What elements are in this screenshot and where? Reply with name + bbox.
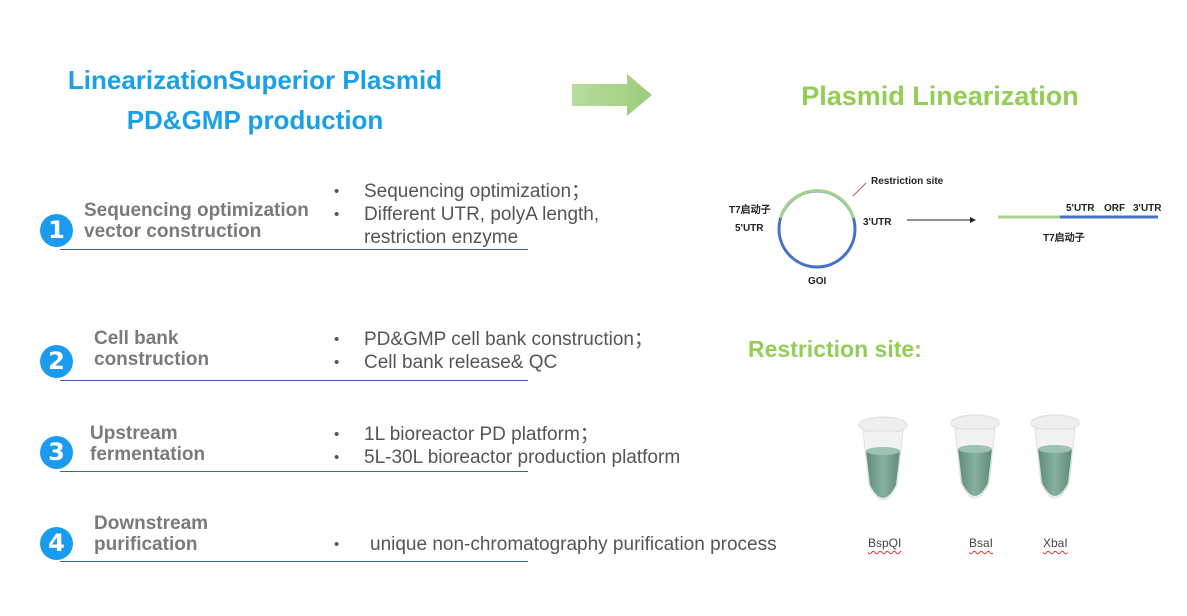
tube-icon xyxy=(1030,414,1080,499)
step-1-title-line-2: vector construction xyxy=(84,221,262,242)
step-3-title-line-2: fermentation xyxy=(90,444,206,465)
step-2-badge: 2 xyxy=(40,345,73,378)
bullet-item: • 1L bioreactor PD platform； xyxy=(334,423,680,446)
enzyme-label-bspqi: BspQI xyxy=(868,536,902,550)
right-arrow-icon xyxy=(572,74,652,116)
step-1-badge: 1 xyxy=(40,214,73,247)
step-4-title: Downstream purification xyxy=(94,513,208,555)
bullet-icon: • xyxy=(334,449,340,466)
goi-label: GOI xyxy=(808,276,827,287)
bullet-text: 5L-30L bioreactor production platform xyxy=(364,447,681,468)
bullet-icon: • xyxy=(334,426,340,443)
title-line-2: PD&GMP production xyxy=(126,105,384,135)
step-2-title: Cell bank construction xyxy=(94,328,209,370)
step-2-bullets: • PD&GMP cell bank construction； • Cell … xyxy=(334,328,653,374)
bullet-item: • PD&GMP cell bank construction； xyxy=(334,328,653,351)
orf-label: ORF xyxy=(1104,203,1126,214)
restriction-pointer xyxy=(852,182,867,197)
bullet-item: • Different UTR, polyA length, restricti… xyxy=(334,203,599,249)
step-4-badge: 4 xyxy=(40,527,73,560)
bullet-icon: • xyxy=(334,536,340,553)
step-2-divider xyxy=(60,380,528,381)
restriction-site-title: Restriction site: xyxy=(748,336,922,362)
step-3-divider xyxy=(60,471,528,472)
linearization-arrow-head-icon xyxy=(970,217,976,223)
utr5-linear-label: 5'UTR xyxy=(1066,203,1095,214)
step-3-title-line-1: Upstream xyxy=(90,423,178,444)
bullet-text: Different UTR, polyA length, xyxy=(364,204,600,225)
bullet-item: • unique non-chromatography purification… xyxy=(334,533,777,556)
t7-linear-label: T7启动子 xyxy=(1043,233,1085,244)
bullet-text: 1L bioreactor PD platform； xyxy=(364,424,599,445)
bullet-icon: • xyxy=(334,206,340,223)
step-3-bullets: • 1L bioreactor PD platform； • 5L-30L bi… xyxy=(334,423,680,469)
utr5-circle-label: 5'UTR xyxy=(735,223,764,234)
enzyme-label-xbai: XbaI xyxy=(1043,536,1068,550)
step-3-badge: 3 xyxy=(40,436,73,469)
tube-icon xyxy=(950,414,1000,499)
step-1-bullets: • Sequencing optimization； • Different U… xyxy=(334,180,599,249)
step-2-title-line-1: Cell bank xyxy=(94,328,179,349)
step-4-title-line-1: Downstream xyxy=(94,513,209,534)
step-2-title-line-2: construction xyxy=(94,349,210,370)
step-1-title-line-1: Sequencing optimization xyxy=(84,200,309,221)
plasmid-diagram xyxy=(777,182,1158,269)
step-4-bullets: • unique non-chromatography purification… xyxy=(334,533,777,556)
step-4-divider xyxy=(60,561,528,562)
bullet-icon: • xyxy=(334,331,340,348)
tubes-illustration xyxy=(858,414,1080,501)
t7-promoter-label: T7启动子 xyxy=(729,205,771,216)
bullet-text: Sequencing optimization； xyxy=(364,181,591,202)
bullet-item: • 5L-30L bioreactor production platform xyxy=(334,446,680,469)
page-title: LinearizationSuperior Plasmid PD&GMP pro… xyxy=(30,60,480,140)
utr3-linear-label: 3'UTR xyxy=(1133,203,1162,214)
bullet-icon: • xyxy=(334,183,340,200)
bullet-text: restriction enzyme xyxy=(364,227,519,248)
bullet-text: Cell bank release& QC xyxy=(364,352,558,373)
step-3-title: Upstream fermentation xyxy=(90,423,205,465)
bullet-item: • Cell bank release& QC xyxy=(334,351,653,374)
bullet-text: PD&GMP cell bank construction； xyxy=(364,329,653,350)
bullet-icon: • xyxy=(334,354,340,371)
title-line-1: LinearizationSuperior Plasmid xyxy=(67,65,443,95)
plasmid-green-arc xyxy=(779,189,855,219)
enzyme-label-bsai: BsaI xyxy=(969,536,994,550)
bullet-item: • Sequencing optimization； xyxy=(334,180,599,203)
restriction-site-label: Restriction site xyxy=(871,176,944,187)
plasmid-linearization-title: Plasmid Linearization xyxy=(801,81,1079,111)
step-4-title-line-2: purification xyxy=(94,534,198,555)
step-1-title: Sequencing optimization vector construct… xyxy=(84,200,309,242)
tube-icon xyxy=(858,416,908,501)
bullet-text: unique non-chromatography purification p… xyxy=(370,534,777,555)
step-1-divider xyxy=(60,249,528,250)
utr3-circle-label: 3'UTR xyxy=(863,217,892,228)
